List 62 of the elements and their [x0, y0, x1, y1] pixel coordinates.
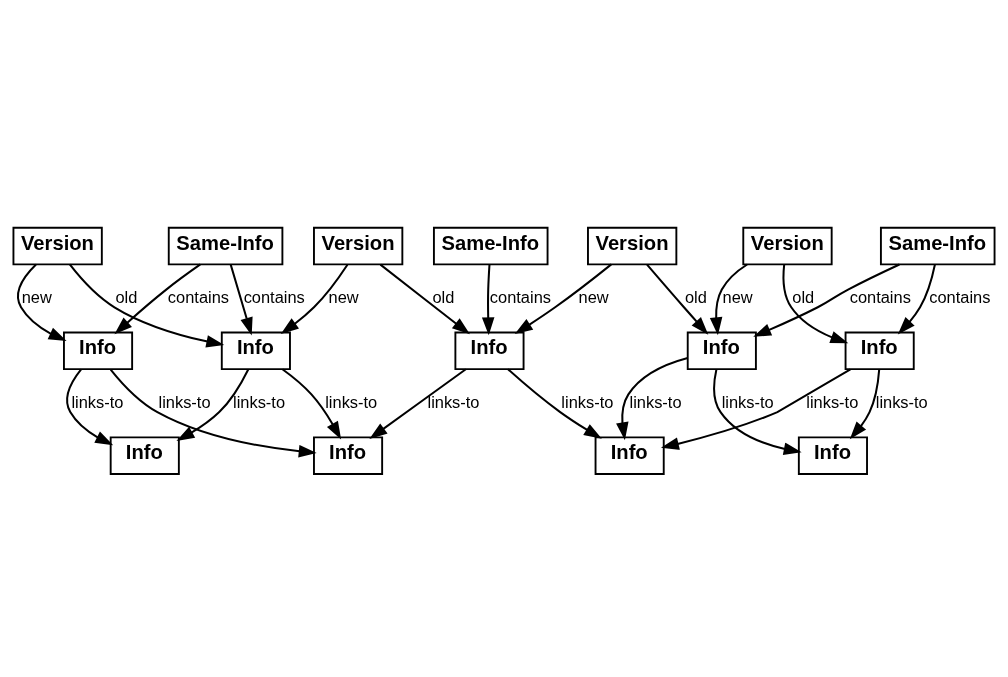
edge-label: links-to — [427, 392, 480, 411]
edge-label: new — [21, 287, 52, 306]
arrow — [507, 368, 602, 439]
arrow — [646, 264, 709, 335]
arrow — [281, 368, 342, 440]
edge-label: links-to — [158, 392, 211, 411]
node-box: Version — [587, 226, 678, 266]
node-box: Info — [844, 331, 915, 371]
arrow — [176, 369, 250, 441]
arrow — [17, 263, 67, 342]
edge-label: links-to — [325, 392, 378, 411]
edge-label: contains — [929, 287, 991, 306]
node-box: Info — [686, 331, 757, 371]
edge-label: links-to — [71, 392, 124, 411]
arrow — [69, 263, 225, 348]
arrow — [109, 368, 317, 458]
edge-label: new — [578, 287, 609, 306]
edge-label: links-to — [561, 392, 614, 411]
edge-label: old — [684, 287, 707, 306]
node-box: Info — [594, 436, 665, 475]
arrow — [66, 368, 114, 446]
node-box: Same-Info — [879, 226, 996, 266]
node-box: Info — [109, 436, 180, 475]
arrow — [660, 368, 851, 450]
edge-label: new — [328, 287, 359, 306]
edge-label: contains — [167, 287, 229, 306]
arrow — [709, 263, 748, 336]
arrow — [280, 264, 349, 335]
arrow — [369, 368, 467, 439]
edge-label: contains — [849, 287, 911, 306]
node-box: Info — [797, 436, 868, 475]
arrow — [229, 264, 253, 336]
edge-label: links-to — [806, 392, 859, 411]
arrow — [713, 369, 802, 455]
edge-label: links-to — [721, 392, 774, 411]
node-box: Version — [313, 226, 404, 266]
node-box: Info — [220, 331, 291, 371]
arrow — [897, 264, 936, 335]
arrow — [753, 263, 900, 337]
edge-label: new — [722, 287, 753, 306]
arrow — [514, 263, 612, 335]
arrow — [782, 264, 849, 344]
node-box: Info — [454, 331, 525, 371]
node-box: Info — [63, 331, 134, 371]
edge-label: contains — [489, 287, 551, 306]
arrow — [481, 264, 495, 336]
edge-label: contains — [243, 287, 305, 306]
arrow — [114, 263, 201, 335]
edge-label: links-to — [629, 392, 682, 411]
edge-label: old — [115, 287, 138, 306]
arrow — [849, 369, 881, 440]
edge-label: old — [432, 287, 455, 306]
node-box: Same-Info — [432, 226, 549, 266]
node-box: Same-Info — [167, 226, 284, 266]
edge-label: links-to — [233, 392, 286, 411]
edge-label: links-to — [875, 392, 928, 411]
node-box: Info — [313, 436, 384, 475]
arrow — [379, 263, 470, 335]
node-box: Version — [742, 226, 833, 266]
arrow — [616, 357, 688, 441]
edge-label: old — [792, 287, 815, 306]
node-box: Version — [12, 226, 103, 266]
